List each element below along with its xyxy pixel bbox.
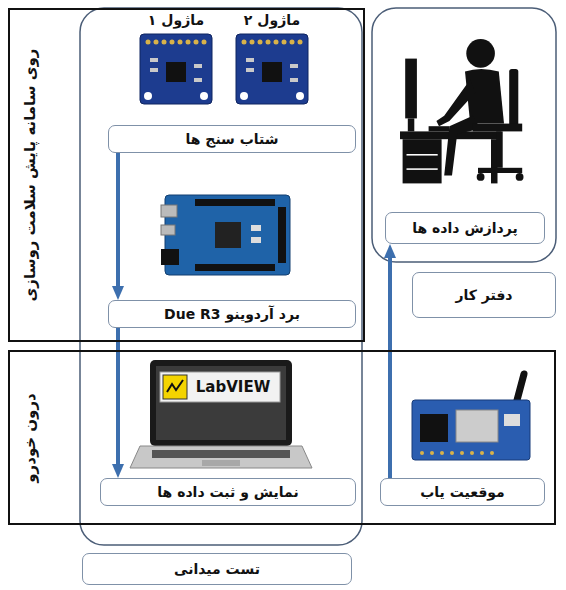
vehicle-region: درون خودرو نمایش و ثبت داده ها موقعیت یاب [8,350,556,525]
module-label: ماژول ۱ [148,12,204,29]
process-box: موقعیت یاب [380,478,545,506]
box-label: دفتر کار [455,287,512,304]
module-label: ماژول ۲ [244,12,300,29]
group-label-box: تست میدانی [82,553,352,585]
accelerometer-module [140,34,212,104]
process-box: برد آردوینو Due R3 [108,300,356,328]
group-label-box: دفتر کار [412,272,556,318]
process-box: نمایش و ثبت داده ها [100,478,356,506]
flow-arrow [116,153,120,292]
box-label: برد آردوینو Due R3 [164,306,300,323]
office-group [372,8,556,262]
process-box: پردازش داده ها [385,212,545,244]
gps-module [412,374,530,460]
arduino-board [161,195,290,275]
process-box: شتاب سنج ها [108,125,356,153]
platform-region: روی سامانه پایش سلامت روسازی شتاب سنج ها ب… [8,8,365,342]
region-title: روی سامانه پایش سلامت روسازی [21,49,39,302]
box-label: موقعیت یاب [420,484,505,501]
box-label: تست میدانی [174,561,260,578]
region-title: درون خودرو [21,393,39,483]
logo-text: LabVIEW [196,378,270,396]
flow-arrow [388,252,392,478]
box-label: پردازش داده ها [412,220,517,237]
box-label: شتاب سنج ها [185,131,278,148]
laptop-illustration [130,360,312,468]
accelerometer-module [236,34,308,104]
person-at-desk [400,39,524,183]
box-label: نمایش و ثبت داده ها [157,484,298,501]
field-test-group [80,8,362,545]
